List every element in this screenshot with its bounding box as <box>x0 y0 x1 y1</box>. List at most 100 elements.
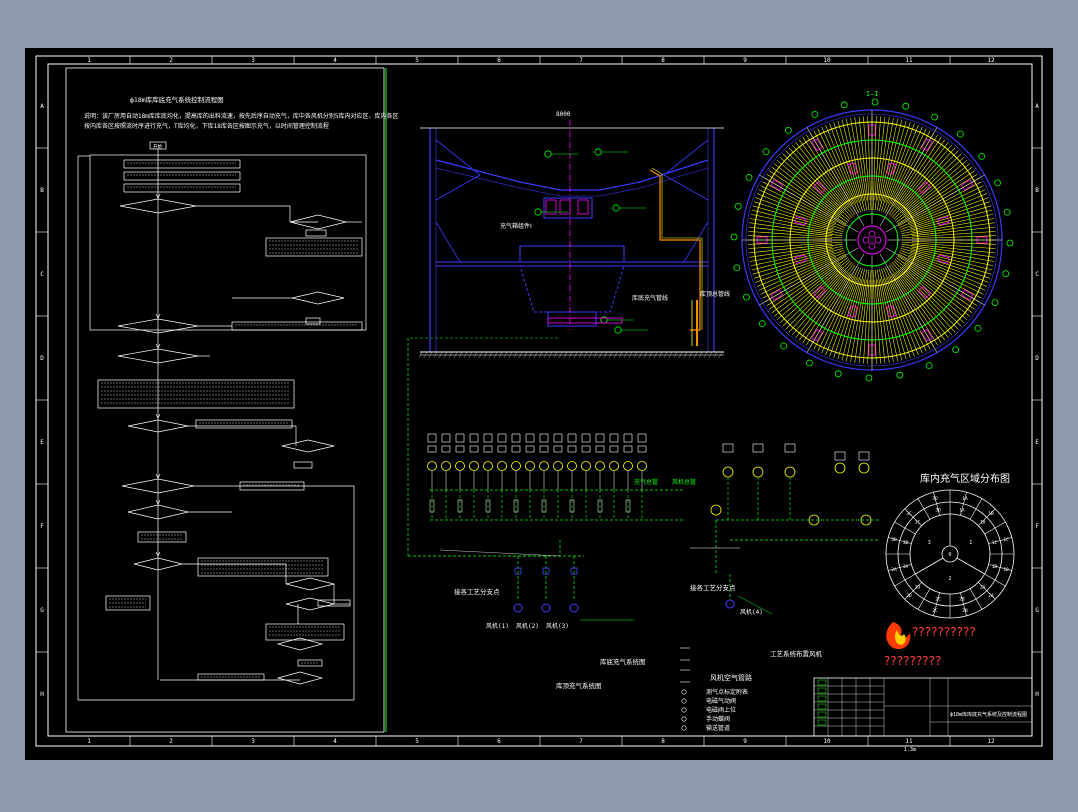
aeration-piping-system <box>427 433 880 621</box>
legend-item-label: 电磁气动阀 <box>706 697 736 705</box>
floor-hatch <box>533 351 538 359</box>
floor-hatch <box>453 351 458 359</box>
zone-label-outer: 2A <box>988 593 994 599</box>
grid-row-right: F <box>1035 523 1039 530</box>
flow-arrow <box>155 551 161 557</box>
silo-cone <box>435 159 709 191</box>
floor-hatch <box>443 351 448 359</box>
valve-tag-2 <box>525 445 535 453</box>
valve-tag-2 <box>581 445 591 453</box>
plan-rim-callout <box>931 113 938 121</box>
grid-row-right: C <box>1035 271 1039 278</box>
title-block <box>813 677 1033 737</box>
solenoid-valve <box>511 461 521 471</box>
manifold-label-2: 风机总管 <box>672 478 696 486</box>
grid-row-right: D <box>1035 355 1039 362</box>
floor-hatch <box>418 351 423 359</box>
flowchart: 开始 <box>77 141 367 701</box>
grid-col-top: 12 <box>987 57 995 64</box>
floor-hatch <box>458 351 463 359</box>
zone-label-middle: 1B <box>980 519 986 525</box>
plan-rim-callout <box>834 370 842 378</box>
zone-label-middle: 3C <box>915 519 921 525</box>
zone-label-outer: 3B <box>891 537 897 543</box>
valve-tag-2 <box>623 445 633 453</box>
flow-start-label: 开始 <box>153 143 162 150</box>
flow-process-box <box>265 623 345 641</box>
zone-label-outer: 3A <box>891 567 897 573</box>
pipe-marker <box>597 499 603 513</box>
process-label-left: 接各工艺分支点 <box>454 587 500 596</box>
floor-hatch <box>568 351 573 359</box>
solenoid-valve <box>637 461 647 471</box>
grid-col-bottom: 6 <box>497 738 501 745</box>
zone-divider <box>915 557 944 575</box>
grid-row-left: A <box>40 103 44 110</box>
floor-hatch <box>428 351 433 359</box>
silo-section-view <box>407 120 724 557</box>
zone-label-middle: 1A <box>959 508 965 514</box>
blower-leader <box>737 595 773 615</box>
valve-tag <box>752 443 764 453</box>
zone-title: 库内充气区域分布图 <box>920 472 1010 485</box>
zone-sector <box>984 521 1006 535</box>
blower-fan <box>541 603 551 613</box>
solenoid-valve <box>834 462 846 474</box>
valve-tag-2 <box>483 445 493 453</box>
flow-decision <box>276 637 324 651</box>
drawing-title: ф18m库库底充气系统及控制流程图 <box>950 711 1027 718</box>
solenoid-icon <box>681 698 687 704</box>
blower-label-1: 风机(1) <box>486 622 509 630</box>
plan-air-box <box>813 181 826 194</box>
valve-tag <box>497 433 507 443</box>
plan-spoke <box>879 127 938 227</box>
flow-process-box <box>105 595 151 611</box>
grid-col-top: 10 <box>823 57 831 64</box>
zone-sector <box>978 582 996 600</box>
flow-title: ф18m库库底充气系统控制流程图 <box>130 95 224 104</box>
pipe-note-2: 库底充气管线 <box>632 294 668 302</box>
flow-arrow <box>155 343 161 349</box>
grid-col-top: 2 <box>169 57 173 64</box>
floor-hatch <box>663 351 668 359</box>
valve-tag-2 <box>455 445 465 453</box>
grid-row-right: G <box>1035 607 1039 614</box>
process-label-right: 接各工艺分支点 <box>690 583 736 592</box>
plan-air-box <box>937 254 950 264</box>
grid-row-right: H <box>1035 691 1039 698</box>
floor-hatch <box>583 351 588 359</box>
zone-divider <box>956 557 985 575</box>
legend-title: 风机空气管路 <box>710 673 752 682</box>
grid-row-left: F <box>40 523 44 530</box>
flow-end-box <box>305 317 321 325</box>
pressure-icon <box>681 716 687 722</box>
floor-hatch <box>678 351 683 359</box>
valve-tag <box>441 433 451 443</box>
plan-spoke <box>885 174 985 233</box>
plan-spoke <box>759 174 859 233</box>
solenoid-valve <box>595 461 605 471</box>
reducer-icon <box>681 707 687 713</box>
floor-hatch <box>693 351 698 359</box>
valve-tag <box>581 433 591 443</box>
floor-hatch <box>518 351 523 359</box>
zone-label-middle: 3D <box>935 508 941 514</box>
blower-fan <box>569 603 579 613</box>
plan-rim-callout <box>952 346 960 354</box>
watermark-text: ?????????? <box>912 625 976 639</box>
flow-process-box <box>297 659 323 667</box>
grid-col-top: 11 <box>905 57 913 64</box>
floor-hatch <box>688 351 693 359</box>
plan-rim-callout <box>840 101 848 109</box>
floor-hatch <box>508 351 513 359</box>
title-cell <box>817 719 827 726</box>
flow-arrow <box>155 313 161 319</box>
floor-hatch <box>438 351 443 359</box>
floor-hatch <box>473 351 478 359</box>
zone-sector <box>933 492 940 516</box>
